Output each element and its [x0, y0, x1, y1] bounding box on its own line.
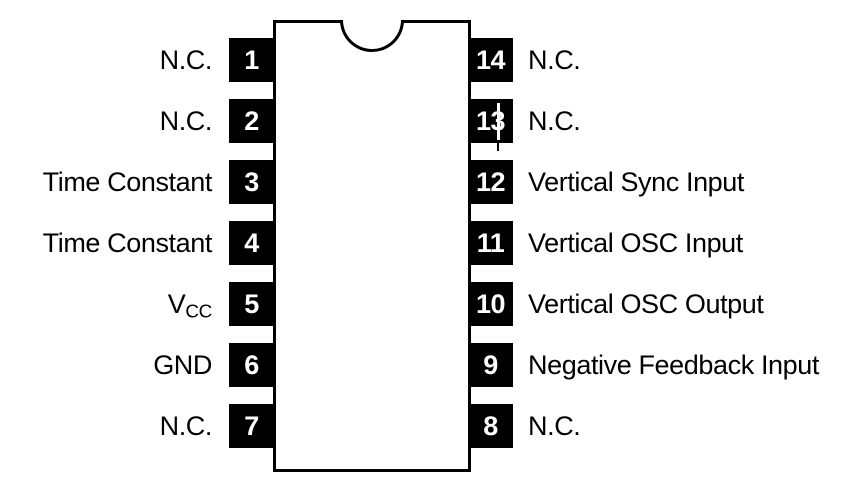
pin-6-label-text: GND — [153, 350, 212, 380]
pin-9-label-text: Negative Feedback Input — [528, 350, 819, 380]
pin-14-label-text: N.C. — [528, 45, 581, 75]
pin-13-number-box: 13 — [468, 99, 513, 143]
pin-5-number-box: 5 — [229, 282, 274, 326]
pin-5-label-subscript: CC — [185, 301, 212, 323]
ic-package-body — [273, 20, 471, 472]
pin-8-number-box: 8 — [468, 404, 513, 448]
pin-1-label: N.C. — [0, 38, 213, 82]
pin-11-label: Vertical OSC Input — [528, 221, 857, 265]
pin-2-number: 2 — [244, 106, 259, 136]
pin-13-label-text: N.C. — [528, 106, 581, 136]
pin-11-label-text: Vertical OSC Input — [528, 228, 743, 258]
pin-12-number-box: 12 — [468, 160, 513, 204]
pin-9-number-box: 9 — [468, 343, 513, 387]
pin-6-number: 6 — [244, 350, 259, 380]
pin-8-label: N.C. — [528, 404, 857, 448]
pin-14-number-box: 14 — [468, 38, 513, 82]
pin-3-label: Time Constant — [0, 160, 213, 204]
pin-4-number: 4 — [244, 228, 259, 258]
pin-6-label: GND — [0, 343, 212, 387]
pin-3-number-box: 3 — [229, 160, 274, 204]
pin-9-label: Negative Feedback Input — [528, 343, 857, 387]
pin-4-label: Time Constant — [0, 221, 213, 265]
pin-12-label-text: Vertical Sync Input — [528, 167, 745, 197]
ic-orientation-notch — [340, 20, 404, 52]
pin-14-number: 14 — [475, 45, 506, 75]
pin-5-label: VCC — [0, 282, 213, 326]
pin-12-label: Vertical Sync Input — [528, 160, 857, 204]
pin-12-number: 12 — [475, 167, 506, 197]
pin-1-number-box: 1 — [229, 38, 274, 82]
text-cursor-artifact — [497, 103, 500, 140]
pin-11-number: 11 — [476, 228, 505, 258]
pin-14-label: N.C. — [528, 38, 857, 82]
pin-2-number-box: 2 — [229, 99, 274, 143]
pin-11-number-box: 11 — [468, 221, 513, 265]
pin-7-label: N.C. — [0, 404, 213, 448]
pin-7-number: 7 — [244, 411, 259, 441]
pin-8-number: 8 — [483, 411, 498, 441]
pin-7-number-box: 7 — [229, 404, 274, 448]
text-cursor-artifact-tail — [497, 143, 499, 151]
pin-7-label-text: N.C. — [159, 411, 213, 441]
pin-4-label-text: Time Constant — [42, 228, 213, 258]
pin-13-number: 13 — [475, 106, 506, 136]
pin-4-number-box: 4 — [229, 221, 274, 265]
pin-9-number: 9 — [483, 350, 498, 380]
pin-3-label-text: Time Constant — [42, 167, 213, 197]
pin-1-number: 1 — [244, 45, 259, 75]
pin-5-label-text: V — [167, 289, 186, 319]
pin-2-label-text: N.C. — [159, 106, 213, 136]
pin-1-label-text: N.C. — [159, 45, 213, 75]
pin-10-label: Vertical OSC Output — [528, 282, 857, 326]
pin-3-number: 3 — [244, 167, 259, 197]
pin-6-number-box: 6 — [229, 343, 274, 387]
pin-10-number: 10 — [475, 289, 506, 319]
pin-13-label: N.C. — [528, 99, 857, 143]
pin-5-number: 5 — [244, 289, 259, 319]
pin-10-label-text: Vertical OSC Output — [528, 289, 764, 319]
pin-2-label: N.C. — [0, 99, 213, 143]
pin-8-label-text: N.C. — [528, 411, 581, 441]
pin-10-number-box: 10 — [468, 282, 513, 326]
